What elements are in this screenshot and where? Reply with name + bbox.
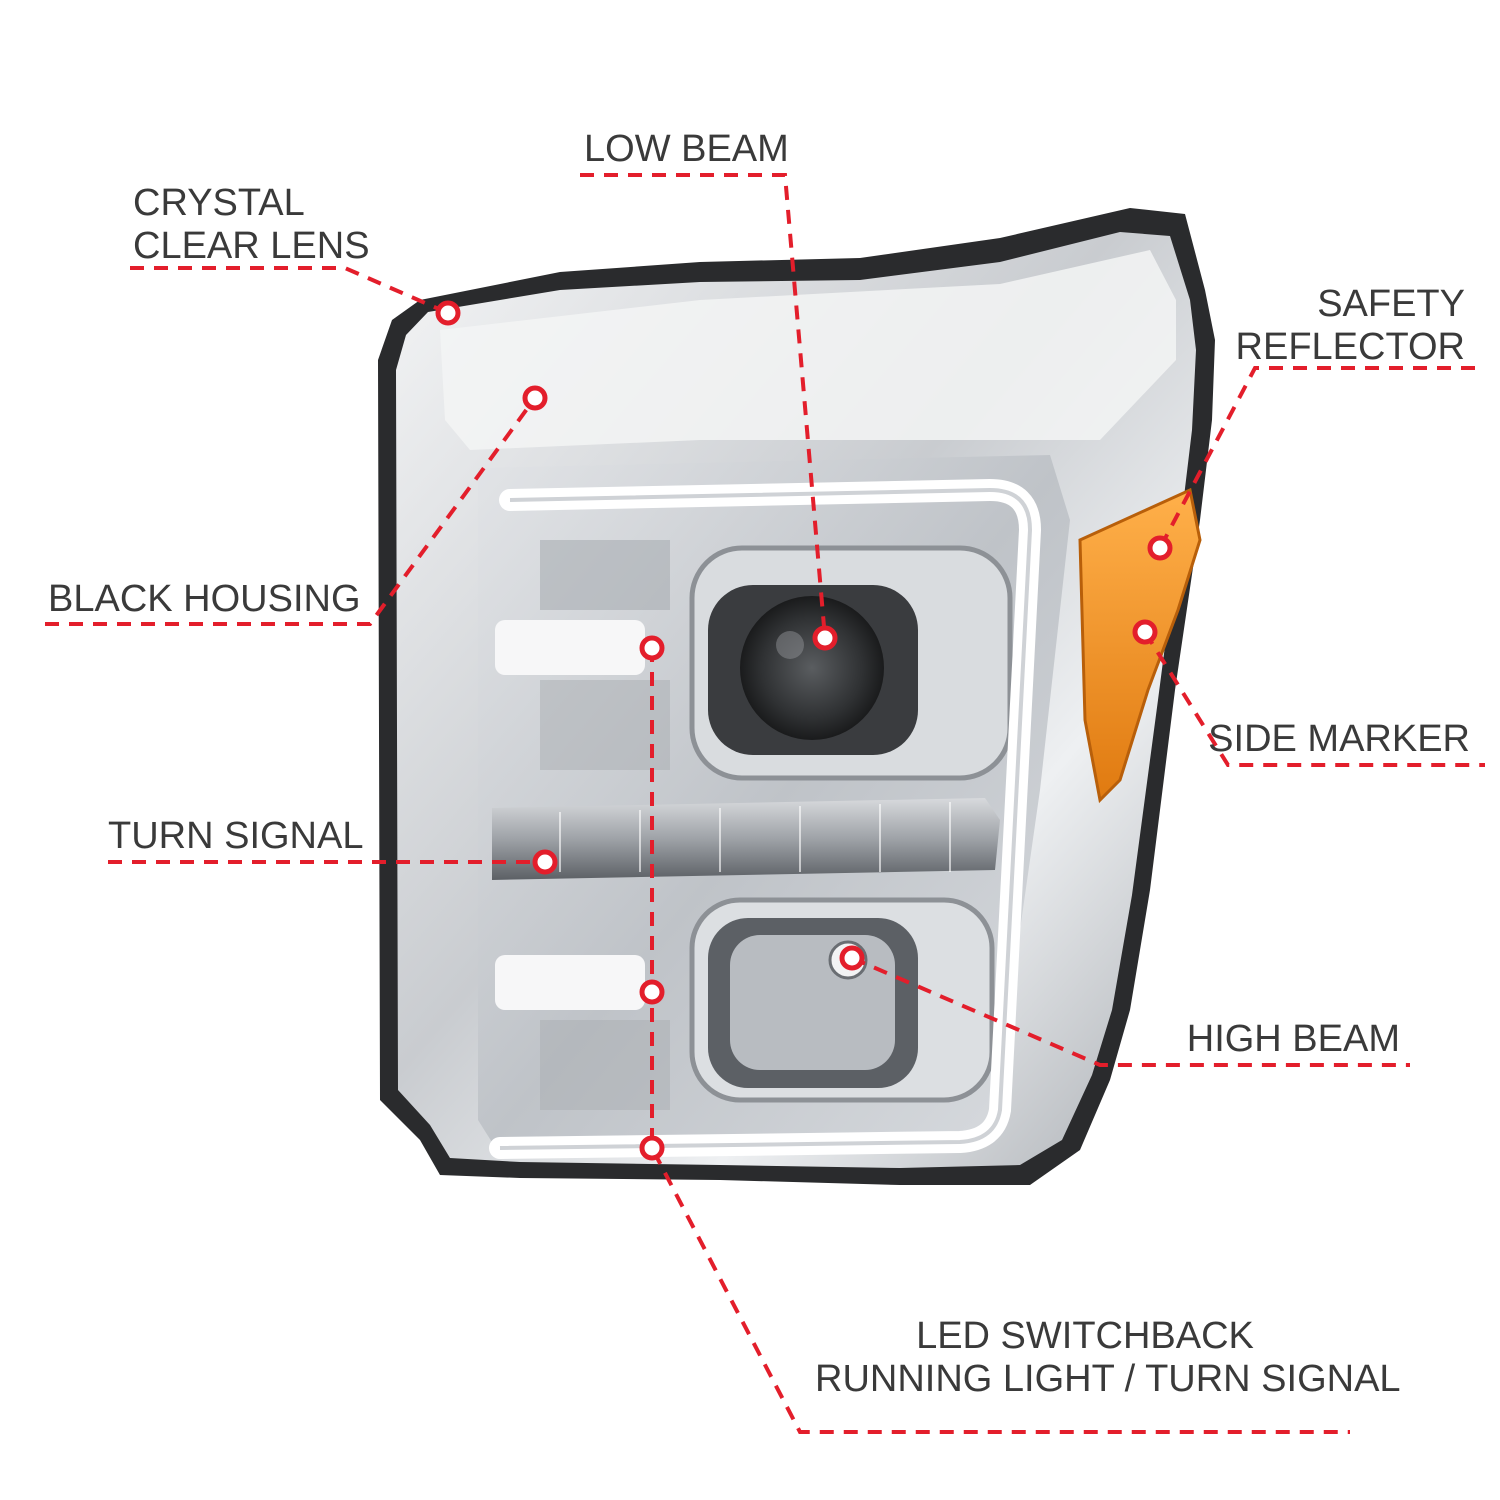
safety-reflector-callout-line bbox=[1158, 366, 1475, 549]
crystal-lens-callout-dot bbox=[435, 300, 461, 326]
led-switchback-callout-line bbox=[650, 648, 1350, 1434]
high-beam-text: HIGH BEAM bbox=[1186, 1018, 1400, 1060]
left-reflector-upper bbox=[495, 620, 645, 675]
high-beam-callout-line bbox=[851, 956, 1410, 1067]
low-beam-glint bbox=[776, 631, 804, 659]
turn-signal-label: TURN SIGNAL bbox=[108, 815, 363, 858]
left-reflector-shade-a bbox=[540, 540, 670, 610]
led-lower-callout-dot bbox=[639, 1135, 665, 1161]
turn-signal-strip bbox=[492, 798, 1000, 880]
side-marker-callout-dot bbox=[1132, 619, 1158, 645]
crystal-clear-lens-line-2: CLEAR LENS bbox=[133, 224, 370, 267]
low-beam-callout-dot bbox=[812, 625, 838, 651]
turn-signal-text: TURN SIGNAL bbox=[108, 815, 364, 857]
side-marker-callout-line bbox=[1143, 630, 1485, 767]
led-switchback-line-1: LED SWITCHBACK bbox=[916, 1315, 1254, 1357]
led-middle-callout-dot bbox=[639, 979, 665, 1005]
led-switchback-line-2: RUNNING LIGHT / TURN SIGNAL bbox=[815, 1357, 1401, 1400]
side-marker-label: SIDE MARKER bbox=[1208, 718, 1470, 761]
amber-marker-edge bbox=[1078, 487, 1202, 804]
left-reflector-shade-c bbox=[540, 1020, 670, 1110]
low-beam-lens bbox=[740, 596, 884, 740]
amber-side-marker bbox=[1080, 490, 1200, 800]
black-housing-text: BLACK HOUSING bbox=[48, 578, 361, 620]
led-upper-callout-dot bbox=[639, 635, 665, 661]
turn-signal-segments bbox=[559, 802, 951, 872]
black-housing-callout-line bbox=[45, 396, 537, 626]
led-bar-edge bbox=[499, 487, 1033, 1150]
low-beam-label: LOW BEAM bbox=[584, 128, 789, 171]
left-reflector-lower bbox=[495, 955, 645, 1010]
safety-reflector-label: SAFETY REFLECTOR bbox=[1236, 283, 1465, 368]
crystal-lens-callout-line bbox=[130, 266, 449, 315]
safety-reflector-callout-dot bbox=[1147, 535, 1173, 561]
left-reflector-shade-b bbox=[540, 680, 670, 770]
high-beam-callout-dot bbox=[839, 945, 865, 971]
black-housing-label: BLACK HOUSING bbox=[48, 578, 361, 621]
high-beam-label: HIGH BEAM bbox=[1187, 1018, 1400, 1061]
turn-signal-callout-dot bbox=[532, 849, 558, 875]
crystal-lens-band bbox=[440, 250, 1176, 450]
crystal-clear-lens-label: CRYSTAL CLEAR LENS bbox=[133, 182, 370, 267]
crystal-clear-lens-line-1: CRYSTAL bbox=[133, 182, 305, 224]
safety-reflector-line-2: REFLECTOR bbox=[1235, 325, 1465, 368]
low-beam-text: LOW BEAM bbox=[584, 128, 789, 170]
black-housing-callout-dot bbox=[522, 385, 548, 411]
side-marker-text: SIDE MARKER bbox=[1208, 718, 1470, 760]
low-beam-callout-line bbox=[580, 173, 827, 639]
led-switchback-label: LED SWITCHBACK RUNNING LIGHT / TURN SIGN… bbox=[815, 1315, 1401, 1400]
high-beam-reflector-bowl bbox=[730, 935, 895, 1070]
safety-reflector-line-1: SAFETY bbox=[1317, 283, 1465, 325]
